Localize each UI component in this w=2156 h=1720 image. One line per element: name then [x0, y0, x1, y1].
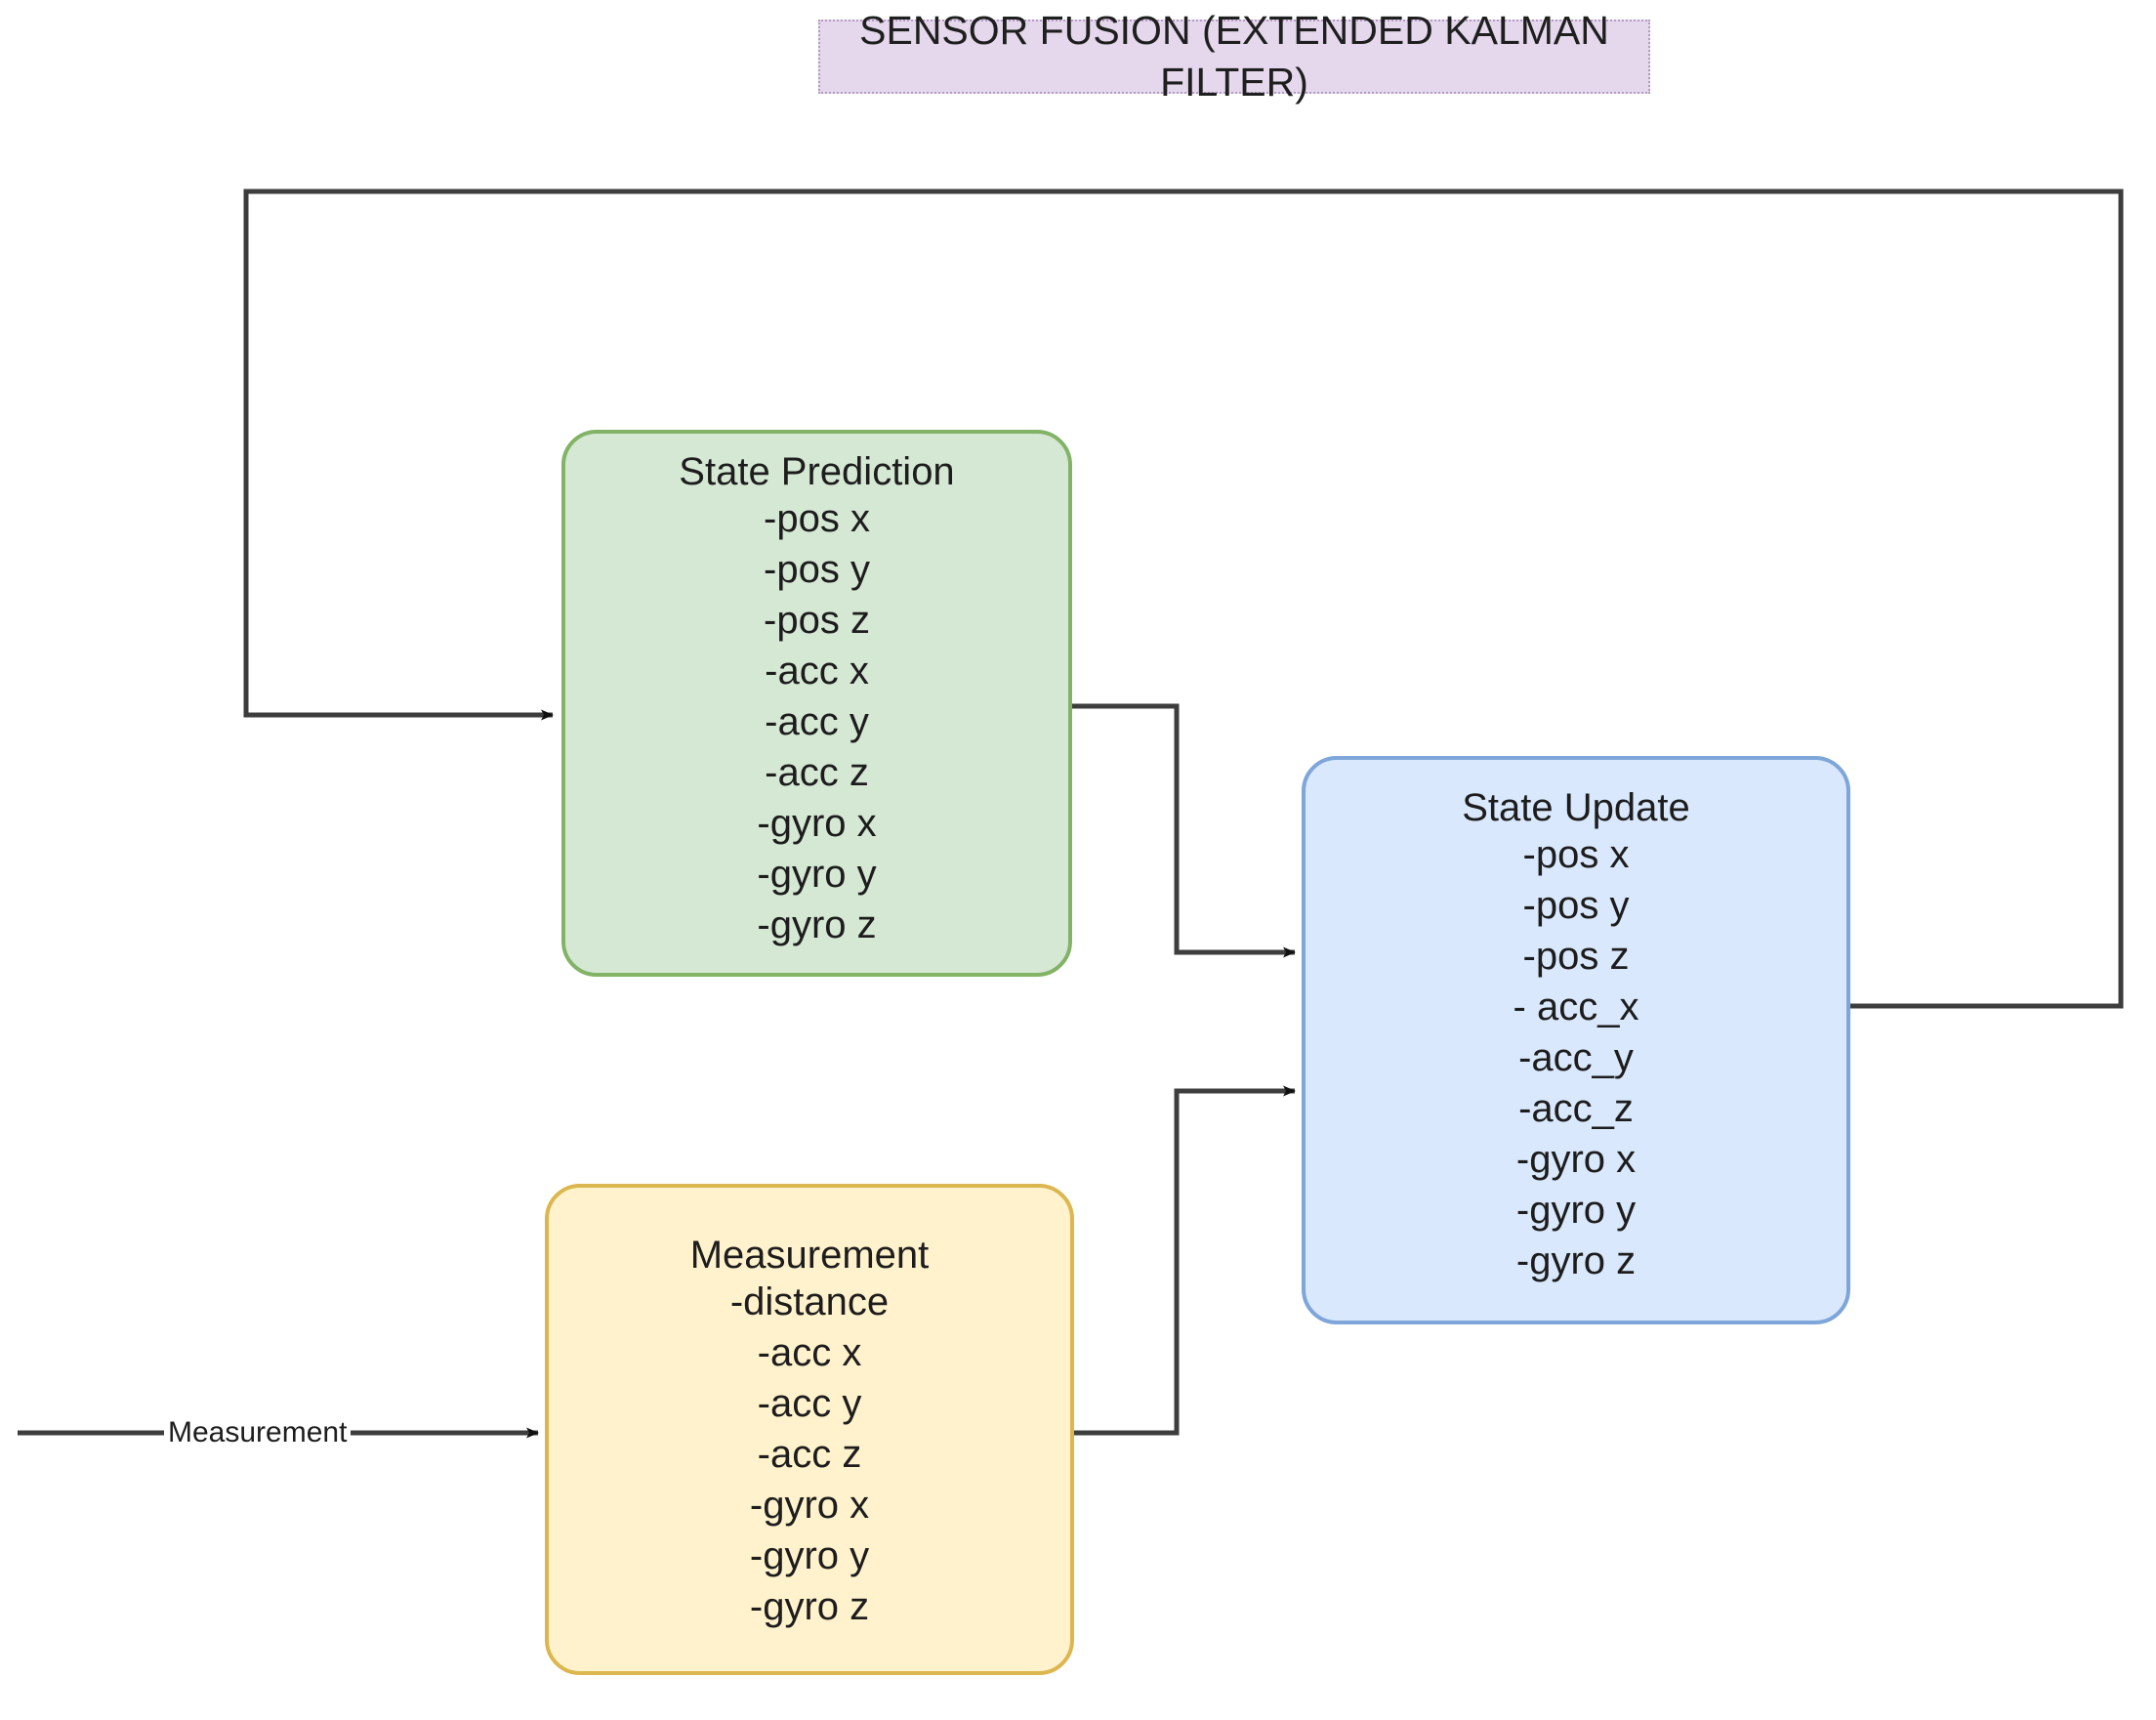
list-item: -pos y: [1522, 884, 1630, 928]
list-item: -gyro z: [757, 903, 877, 947]
node-state-update-items: -pos x -pos y -pos z - acc_x -acc_y -acc…: [1513, 829, 1639, 1286]
list-item: -pos z: [764, 599, 870, 643]
node-measurement-items: -distance -acc x -acc y -acc z -gyro x -…: [730, 1277, 889, 1632]
list-item: -gyro y: [1515, 1189, 1637, 1233]
node-measurement[interactable]: Measurement -distance -acc x -acc y -acc…: [545, 1184, 1074, 1675]
edge-measurement-to-update: [1074, 1085, 1296, 1436]
list-item: -pos x: [1522, 833, 1630, 877]
list-item: -gyro y: [757, 853, 877, 897]
list-item: -pos y: [764, 548, 870, 592]
node-state-prediction-title: State Prediction: [679, 450, 955, 493]
list-item: -gyro z: [1515, 1239, 1637, 1283]
list-item: -acc_y: [1518, 1036, 1634, 1080]
list-item: -acc_z: [1518, 1087, 1634, 1131]
list-item: -gyro x: [1515, 1138, 1637, 1182]
list-item: -distance: [729, 1280, 890, 1324]
list-item: -pos x: [764, 497, 870, 541]
list-item: -gyro y: [749, 1534, 870, 1578]
node-state-prediction[interactable]: State Prediction -pos x -pos y -pos z -a…: [561, 430, 1072, 977]
edge-prediction-to-update: [1072, 703, 1296, 958]
node-state-update[interactable]: State Update -pos x -pos y -pos z - acc_…: [1302, 756, 1850, 1324]
list-item: -gyro z: [749, 1585, 870, 1629]
diagram-title: SENSOR FUSION (EXTENDED KALMAN FILTER): [818, 8, 1650, 105]
list-item: -acc z: [765, 751, 869, 795]
list-item: -gyro x: [757, 802, 877, 846]
node-measurement-title: Measurement: [689, 1234, 930, 1277]
list-item: -acc x: [765, 650, 869, 693]
list-item: -acc y: [765, 700, 869, 744]
list-item: -pos z: [1522, 935, 1630, 979]
edge-label-measurement-input: Measurement: [164, 1418, 352, 1447]
list-item: -acc z: [757, 1433, 862, 1477]
list-item: -acc y: [757, 1382, 862, 1426]
node-state-update-title: State Update: [1462, 786, 1690, 829]
list-item: -gyro x: [749, 1484, 870, 1528]
node-state-prediction-items: -pos x -pos y -pos z -acc x -acc y -acc …: [757, 493, 876, 950]
list-item: -acc x: [757, 1331, 862, 1375]
list-item: - acc_x: [1513, 986, 1639, 1029]
